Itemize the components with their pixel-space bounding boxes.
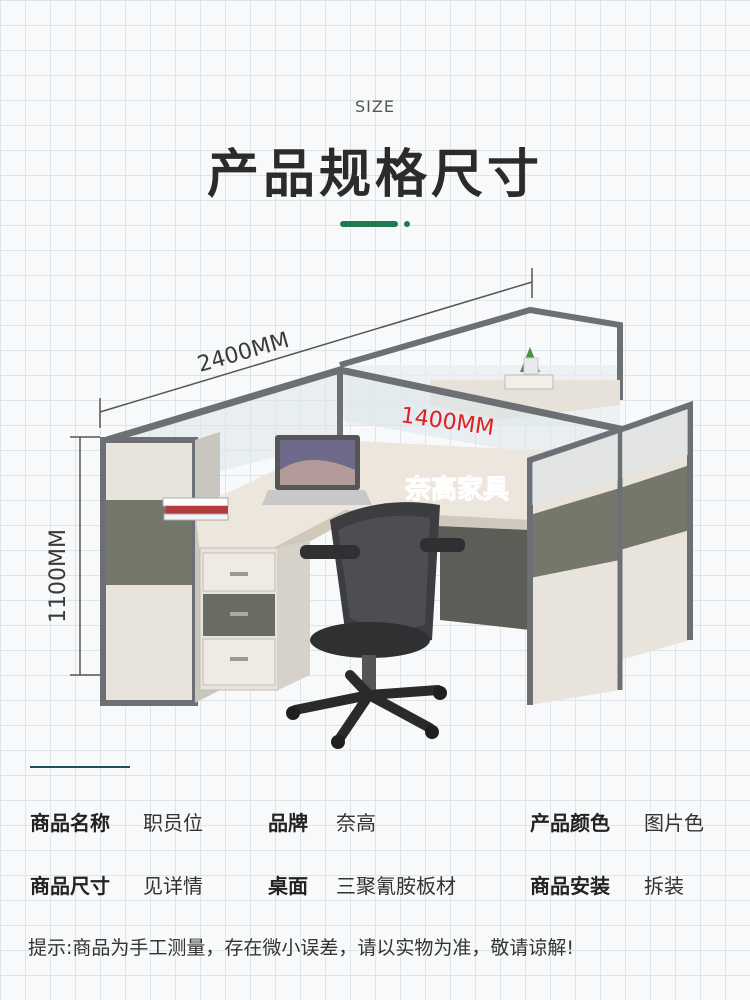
- section-divider: [30, 766, 130, 768]
- page-title: 产品规格尺寸: [206, 145, 543, 205]
- laptop: [262, 435, 372, 505]
- spec-label-product-name: 商品名称: [30, 811, 110, 835]
- workstation-illustration: 2400MM 1100MM 1400MM: [0, 255, 750, 755]
- spec-value-desktop: 三聚氰胺板材: [336, 874, 456, 898]
- spec-label-brand: 品牌: [268, 811, 308, 835]
- spec-row-1: 商品名称 职员位 品牌 奈高 产品颜色 图片色: [0, 807, 750, 837]
- spec-label-installation: 商品安装: [530, 874, 610, 898]
- height-dimension-label: 1100MM: [46, 529, 71, 623]
- spec-value-product-name: 职员位: [143, 811, 203, 835]
- disclaimer-notice: 提示:商品为手工测量，存在微小误差，请以实物为准，敬请谅解!: [28, 937, 575, 959]
- spec-value-installation: 拆装: [644, 874, 684, 898]
- right-side-panel: [527, 400, 693, 705]
- drawer-pedestal: [199, 540, 310, 691]
- spec-value-brand: 奈高: [336, 811, 376, 835]
- size-label: SIZE: [355, 97, 395, 116]
- spec-label-size: 商品尺寸: [30, 874, 110, 898]
- spec-label-desktop: 桌面: [268, 874, 308, 898]
- spec-label-color: 产品颜色: [530, 811, 610, 835]
- office-chair: [286, 502, 465, 749]
- spec-row-2: 商品尺寸 见详情 桌面 三聚氰胺板材 商品安装 拆装: [0, 870, 750, 900]
- workstation-drawing: 2400MM 1100MM 1400MM: [46, 268, 693, 749]
- width-dimension: [99, 268, 533, 428]
- spec-value-color: 图片色: [644, 811, 704, 835]
- brand-watermark: 奈高家具: [404, 474, 509, 505]
- books: [162, 497, 229, 521]
- width-dimension-label: 2400MM: [195, 328, 292, 378]
- height-dimension: [70, 436, 100, 676]
- spec-value-size: 见详情: [143, 874, 203, 898]
- accent-bar: [340, 221, 398, 227]
- accent-dot: [404, 221, 410, 227]
- header: SIZE 产品规格尺寸: [0, 0, 750, 240]
